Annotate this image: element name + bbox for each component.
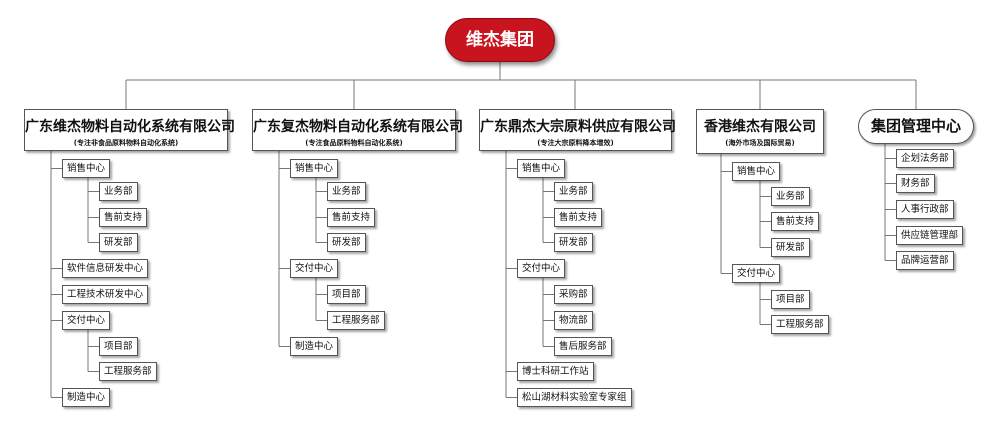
company-subtitle: (专注非食品原料物料自动化系统) <box>73 139 179 147</box>
company-name: 广东维杰物料自动化系统有限公司 <box>25 119 235 135</box>
department-node: 销售中心 <box>290 159 339 178</box>
root-node-weijie-group: 维杰集团 <box>445 18 555 62</box>
department-node: 销售中心 <box>62 159 111 178</box>
company-subtitle: (专注食品原料物料自动化系统) <box>305 139 403 147</box>
sub-department-node: 售后服务部 <box>554 337 612 356</box>
company-node: 香港维杰有限公司 (海外市场及国际贸易) <box>696 109 824 154</box>
management-center-node: 集团管理中心 <box>858 109 974 144</box>
sub-department-node: 业务部 <box>99 182 138 201</box>
sub-department-node: 工程服务部 <box>99 362 157 381</box>
company-subtitle: (专注大宗原料降本增效) <box>537 139 614 147</box>
company-node: 广东鼎杰大宗原料供应有限公司 (专注大宗原料降本增效) <box>479 109 676 151</box>
management-department-node: 企划法务部 <box>896 149 954 168</box>
management-department-node: 人事行政部 <box>896 200 954 219</box>
company-name: 广东复杰物料自动化系统有限公司 <box>253 119 463 135</box>
sub-department-node: 项目部 <box>771 290 810 309</box>
department-node: 交付中心 <box>62 311 111 330</box>
management-department-node: 财务部 <box>896 174 935 193</box>
sub-department-node: 采购部 <box>554 285 593 304</box>
department-node: 销售中心 <box>517 159 566 178</box>
department-node: 制造中心 <box>62 388 111 407</box>
sub-department-node: 售前支持 <box>554 208 603 227</box>
department-node: 博士科研工作站 <box>517 362 594 381</box>
department-node: 销售中心 <box>732 162 781 181</box>
sub-department-node: 项目部 <box>99 337 138 356</box>
management-department-node: 供应链管理部 <box>896 226 964 245</box>
sub-department-node: 物流部 <box>554 311 593 330</box>
company-name: 广东鼎杰大宗原料供应有限公司 <box>480 119 676 135</box>
department-node: 松山湖材料实验室专家组 <box>517 388 632 407</box>
sub-department-node: 项目部 <box>327 285 366 304</box>
sub-department-node: 售前支持 <box>771 212 820 231</box>
sub-department-node: 售前支持 <box>99 208 148 227</box>
sub-department-node: 业务部 <box>554 182 593 201</box>
department-node: 交付中心 <box>517 259 566 278</box>
sub-department-node: 工程服务部 <box>327 311 385 330</box>
company-node: 广东维杰物料自动化系统有限公司 (专注非食品原料物料自动化系统) <box>24 109 235 151</box>
company-node: 广东复杰物料自动化系统有限公司 (专注食品原料物料自动化系统) <box>252 109 463 151</box>
sub-department-node: 研发部 <box>327 233 366 252</box>
department-node: 软件信息研发中心 <box>62 259 149 278</box>
sub-department-node: 工程服务部 <box>771 315 829 334</box>
department-node: 交付中心 <box>732 264 781 283</box>
sub-department-node: 售前支持 <box>327 208 376 227</box>
sub-department-node: 研发部 <box>99 233 138 252</box>
company-name: 香港维杰有限公司 <box>704 119 816 135</box>
sub-department-node: 业务部 <box>771 187 810 206</box>
sub-department-node: 研发部 <box>554 233 593 252</box>
department-node: 工程技术研发中心 <box>62 285 149 304</box>
company-subtitle: (海外市场及国际贸易) <box>725 139 795 147</box>
sub-department-node: 研发部 <box>771 238 810 257</box>
management-department-node: 品牌运营部 <box>896 251 954 270</box>
sub-department-node: 业务部 <box>327 182 366 201</box>
department-node: 制造中心 <box>290 337 339 356</box>
department-node: 交付中心 <box>290 259 339 278</box>
